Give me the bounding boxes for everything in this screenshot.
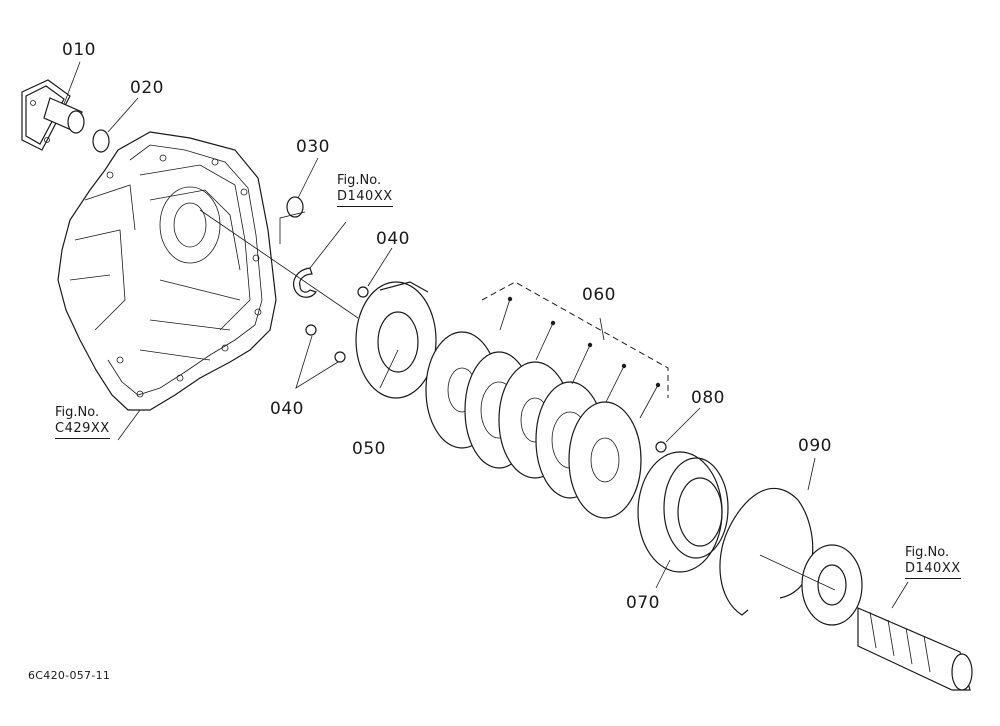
part-label-080: 080 bbox=[691, 388, 725, 408]
part-040-balls bbox=[305, 286, 369, 363]
part-label-020: 020 bbox=[130, 78, 164, 98]
part-060-clutch-pack bbox=[425, 331, 642, 519]
part-label-010: 010 bbox=[62, 40, 96, 60]
part-label-040-bottom: 040 bbox=[270, 399, 304, 419]
part-label-040-top: 040 bbox=[376, 229, 410, 249]
part-090-ring bbox=[719, 487, 814, 616]
part-label-050: 050 bbox=[352, 439, 386, 459]
leader-lines bbox=[63, 61, 909, 609]
bearing bbox=[801, 544, 863, 626]
figure-ref-c429xx[interactable]: Fig.No. C429XX bbox=[55, 405, 110, 439]
part-label-070: 070 bbox=[626, 593, 660, 613]
figure-ref-prefix: Fig.No. bbox=[337, 173, 382, 188]
figure-ref-d140xx-top[interactable]: Fig.No. D140XX bbox=[337, 173, 393, 207]
figure-ref-code: C429XX bbox=[55, 421, 110, 439]
figure-ref-d140xx-bottom[interactable]: Fig.No. D140XX bbox=[905, 545, 961, 579]
snap-ring bbox=[293, 267, 317, 298]
part-label-030: 030 bbox=[296, 137, 330, 157]
output-shaft bbox=[857, 607, 973, 691]
part-020-o-ring bbox=[92, 129, 110, 153]
part-030-o-ring bbox=[286, 196, 304, 218]
figure-ref-prefix: Fig.No. bbox=[55, 405, 100, 420]
figure-ref-code: D140XX bbox=[337, 189, 393, 207]
drawing-code: 6C420-057-11 bbox=[28, 669, 111, 682]
clutch-pack-bracket bbox=[481, 281, 669, 419]
figure-ref-code: D140XX bbox=[905, 561, 961, 579]
part-label-090: 090 bbox=[798, 436, 832, 456]
figure-ref-prefix: Fig.No. bbox=[905, 545, 950, 560]
part-050-plate bbox=[355, 281, 437, 399]
part-070-piston bbox=[637, 451, 729, 573]
part-080-ball bbox=[655, 441, 667, 453]
part-010-pin-flange bbox=[21, 79, 85, 151]
part-label-060: 060 bbox=[582, 285, 616, 305]
transmission-housing bbox=[57, 131, 277, 411]
